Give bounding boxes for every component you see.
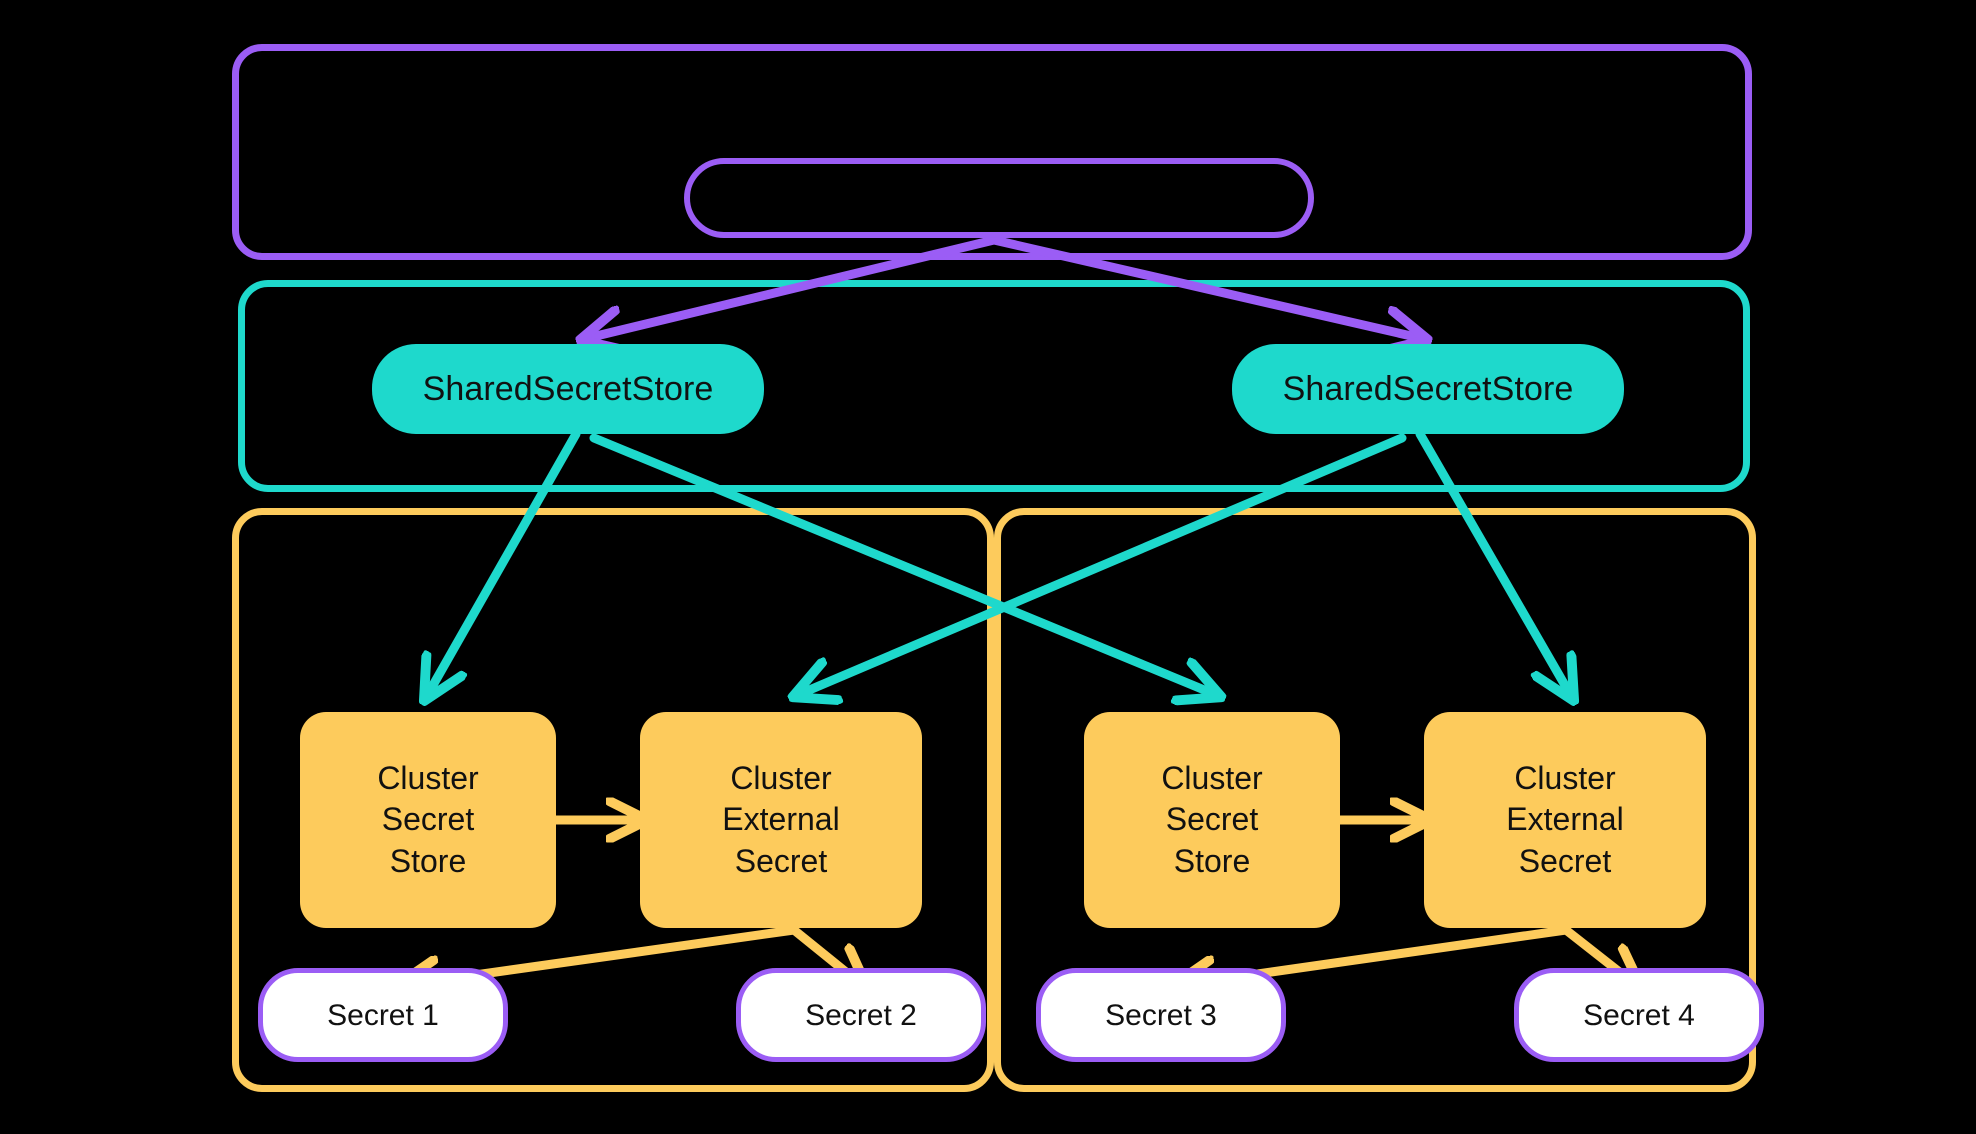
node-secret-3[interactable]: Secret 3 (1036, 968, 1286, 1062)
cluster-external-secret-left-label: Cluster External Secret (722, 759, 840, 879)
node-cluster-secret-store-right[interactable]: Cluster Secret Store (1084, 712, 1340, 928)
inner-purple-pill[interactable] (684, 158, 1314, 238)
node-secret-1[interactable]: Secret 1 (258, 968, 508, 1062)
secret-4-label: Secret 4 (1583, 998, 1695, 1032)
node-secret-2[interactable]: Secret 2 (736, 968, 986, 1062)
node-shared-secret-store-right[interactable]: SharedSecretStore (1232, 344, 1624, 434)
shared-secret-store-right-label: SharedSecretStore (1282, 369, 1574, 408)
cluster-secret-store-left-label: Cluster Secret Store (377, 759, 479, 879)
node-cluster-external-secret-right[interactable]: Cluster External Secret (1424, 712, 1706, 928)
node-cluster-secret-store-left[interactable]: Cluster Secret Store (300, 712, 556, 928)
node-shared-secret-store-left[interactable]: SharedSecretStore (372, 344, 764, 434)
node-secret-4[interactable]: Secret 4 (1514, 968, 1764, 1062)
secret-3-label: Secret 3 (1105, 998, 1217, 1032)
secret-1-label: Secret 1 (327, 998, 439, 1032)
secret-2-label: Secret 2 (805, 998, 917, 1032)
node-cluster-external-secret-left[interactable]: Cluster External Secret (640, 712, 922, 928)
cluster-external-secret-right-label: Cluster External Secret (1506, 759, 1624, 879)
shared-secret-store-left-label: SharedSecretStore (422, 369, 714, 408)
cluster-secret-store-right-label: Cluster Secret Store (1161, 759, 1263, 879)
